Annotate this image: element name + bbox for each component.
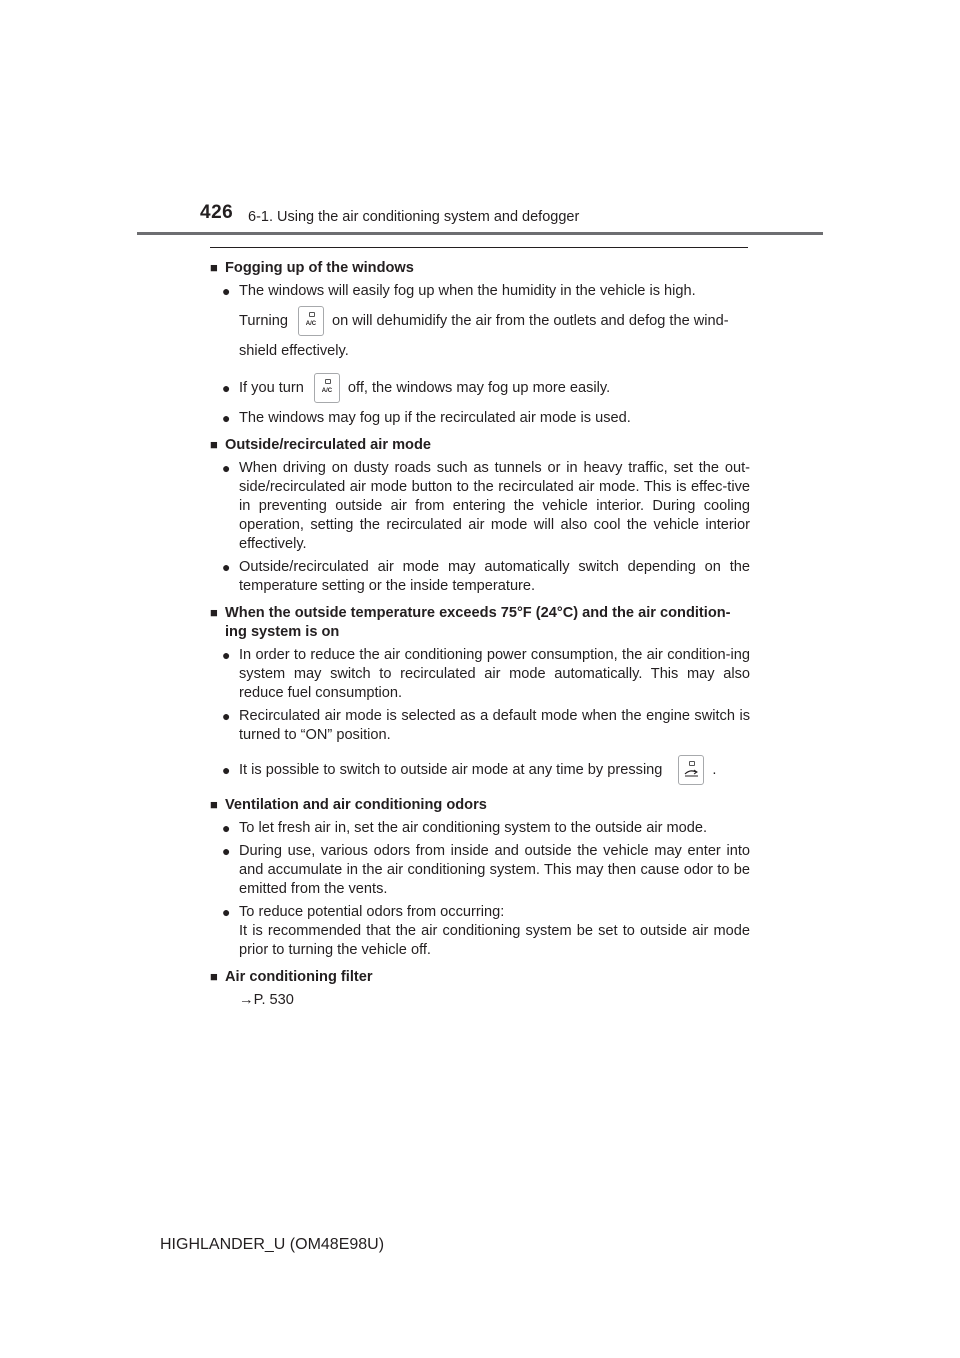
- bullet-dot-icon: ●: [222, 820, 231, 836]
- heading-square-icon: ■: [210, 605, 218, 620]
- section-title: 6-1. Using the air conditioning system a…: [248, 209, 580, 225]
- bullet-text: .: [712, 761, 717, 778]
- header-rule: [137, 232, 823, 235]
- heading-text: Ventilation and air conditioning odors: [225, 797, 487, 813]
- heading-square-icon: ■: [210, 260, 218, 275]
- bullet-text: The windows may fog up if the recirculat…: [239, 410, 631, 426]
- bullet-text: Outside/recirculated air mode may automa…: [239, 559, 750, 594]
- bullet-fresh-air: ● To let fresh air in, set the air condi…: [210, 819, 750, 838]
- bullet-dot-icon: ●: [222, 843, 231, 859]
- ac-label: A/C: [321, 388, 333, 394]
- turning-line: Turning A/C on will dehumidify the air f…: [239, 306, 750, 336]
- ac-label: A/C: [305, 321, 317, 327]
- bullet-switch-outside: ● It is possible to switch to outside ai…: [210, 755, 750, 785]
- heading-ventilation-odors: ■ Ventilation and air conditioning odors: [210, 795, 750, 815]
- bullet-dot-icon: ●: [222, 380, 231, 396]
- bullet-dot-icon: ●: [222, 762, 231, 778]
- bullet-dusty-roads: ● When driving on dusty roads such as tu…: [210, 459, 750, 554]
- heading-text: Fogging up of the windows: [225, 260, 414, 276]
- outside-air-arrow-icon: [684, 769, 699, 777]
- bullet-reduce-odors: ● To reduce potential odors from occurri…: [210, 903, 750, 960]
- bullet-default-mode: ● Recirculated air mode is selected as a…: [210, 707, 750, 745]
- bullet-text: To let fresh air in, set the air conditi…: [239, 820, 708, 836]
- bullet-dot-icon: ●: [222, 283, 231, 299]
- heading-outside-temperature: ■ When the outside temperature exceeds 75…: [210, 603, 750, 642]
- heading-fogging: ■ Fogging up of the windows: [210, 258, 750, 278]
- bullet-text: on will dehumidify the air from the outl…: [331, 312, 729, 329]
- heading-square-icon: ■: [210, 969, 218, 984]
- bullet-dot-icon: ●: [222, 410, 231, 426]
- bullet-text: If you turn: [239, 379, 304, 396]
- bullet-dot-icon: ●: [222, 904, 231, 920]
- bullet-text: Turning: [239, 312, 288, 329]
- page-content: ■ Fogging up of the windows ● The windows…: [210, 258, 750, 1010]
- heading-square-icon: ■: [210, 797, 218, 812]
- bullet-power-consumption: ● In order to reduce the air conditionin…: [210, 646, 750, 703]
- bullet-text: When driving on dusty roads such as tunn…: [239, 460, 750, 552]
- bullet-humidity: ● The windows will easily fog up when th…: [210, 282, 750, 361]
- bullet-text: It is recommended that the air condition…: [239, 923, 750, 958]
- indicator-lamp-icon: [689, 761, 696, 766]
- page-number: 426: [200, 202, 234, 223]
- indicator-lamp-icon: [324, 379, 331, 384]
- bullet-text: Recirculated air mode is selected as a d…: [239, 708, 750, 743]
- bullet-text: To reduce potential odors from occurring…: [239, 904, 505, 920]
- page-reference-link[interactable]: →P. 530: [239, 992, 294, 1008]
- footer-model: HIGHLANDER_U (OM48E98U): [160, 1236, 385, 1253]
- bullet-dot-icon: ●: [222, 559, 231, 575]
- bullet-text: The windows will easily fog up when the …: [239, 283, 696, 299]
- heading-outside-recirculated: ■ Outside/recirculated air mode: [210, 435, 750, 455]
- ac-button-icon: A/C: [297, 306, 324, 336]
- bullet-text: off, the windows may fog up more easily.: [347, 379, 611, 396]
- bullet-dot-icon: ●: [222, 647, 231, 663]
- heading-text: Air conditioning filter: [225, 969, 373, 985]
- bullet-text: During use, various odors from inside an…: [239, 843, 750, 897]
- heading-text: When the outside temperature exceeds 75°…: [225, 605, 731, 640]
- heading-square-icon: ■: [210, 437, 218, 452]
- bullet-various-odors: ● During use, various odors from inside …: [210, 842, 750, 899]
- bullet-dot-icon: ●: [222, 708, 231, 724]
- bullet-turn-off: ● If you turn A/C off, the windows may f…: [210, 373, 750, 403]
- bullet-recirculated-fog: ● The windows may fog up if the recircul…: [210, 409, 750, 428]
- heading-text: Outside/recirculated air mode: [225, 437, 432, 453]
- bullet-auto-switch: ● Outside/recirculated air mode may auto…: [210, 558, 750, 596]
- bullet-dot-icon: ●: [222, 460, 231, 476]
- switch-outside-line: It is possible to switch to outside air …: [239, 755, 750, 785]
- indicator-lamp-icon: [308, 312, 315, 317]
- sub-rule: [210, 247, 748, 248]
- ac-button-icon: A/C: [313, 373, 340, 403]
- bullet-text: shield effectively.: [239, 343, 349, 359]
- bullet-text: In order to reduce the air conditioning …: [239, 647, 750, 701]
- bullet-text: It is possible to switch to outside air …: [239, 761, 663, 778]
- outside-air-button-icon: [678, 755, 705, 785]
- turn-off-line: If you turn A/C off, the windows may fog…: [239, 373, 750, 403]
- heading-air-filter: ■ Air conditioning filter: [210, 967, 750, 987]
